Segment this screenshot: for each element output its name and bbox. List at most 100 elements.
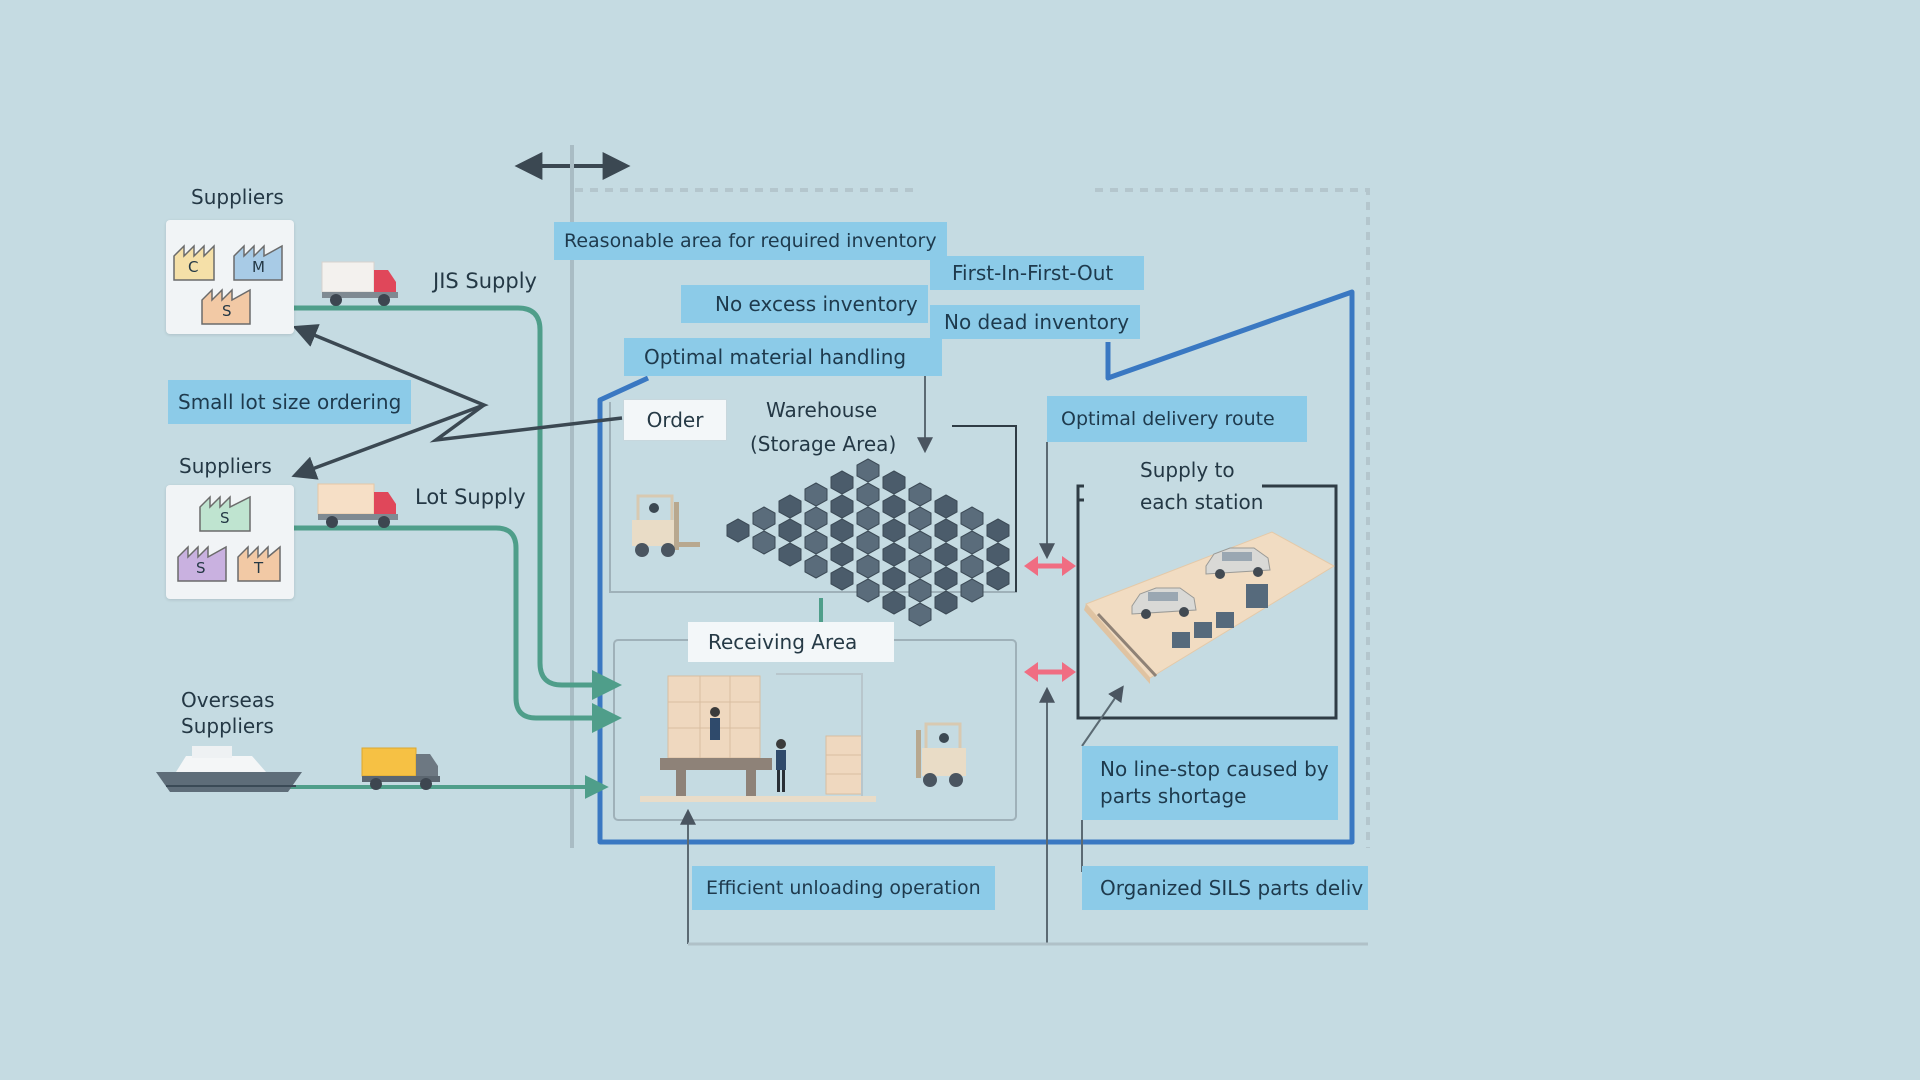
pallet-icon (960, 554, 984, 579)
suppliers-title-top: Suppliers (191, 185, 284, 209)
order-label: Order (624, 400, 726, 440)
fifo-label: First-In-First-Out (930, 256, 1144, 290)
two-way-arrows (1024, 556, 1076, 682)
pallet-icon (882, 494, 906, 519)
worker-icon (710, 707, 786, 792)
sils-label: Organized SILS parts deliv (1082, 866, 1368, 910)
supplier-card-jis: C M S (166, 220, 294, 334)
warehouse-title-line1: Warehouse (766, 398, 878, 422)
pallet-icon (986, 518, 1010, 543)
jis-supply-label: JIS Supply (433, 269, 537, 293)
pallet-icon (804, 482, 828, 507)
reasonable-area-label: Reasonable area for required inventory (554, 222, 947, 260)
pallet-icon (856, 482, 880, 507)
supplier-card-lot: S S T (166, 485, 294, 599)
factory-icon (201, 288, 251, 325)
pallet-icon (856, 506, 880, 531)
pallet-icon (934, 566, 958, 591)
optimal-route-label: Optimal delivery route (1047, 396, 1307, 442)
overseas-title-line1: Overseas (181, 688, 275, 712)
no-dead-label: No dead inventory (930, 305, 1140, 339)
no-excess-label: No excess inventory (681, 285, 928, 323)
pallet-icon (804, 530, 828, 555)
factory-icon (173, 244, 215, 281)
factory-letter: S (196, 559, 206, 577)
pallet-icon (830, 494, 854, 519)
pallet-icon (960, 578, 984, 603)
pallet-icon (830, 566, 854, 591)
no-line-stop-line2: parts shortage (1100, 784, 1247, 808)
unloading-station-icon (640, 673, 876, 802)
assembly-line-icon (1084, 531, 1335, 684)
dashed-area-outline (575, 188, 1370, 848)
lot-supply-label: Lot Supply (415, 485, 526, 509)
pallet-icon (908, 506, 932, 531)
optimal-handling-label: Optimal material handling (624, 338, 943, 376)
forklift-icon (632, 494, 700, 557)
pallet-icon (934, 590, 958, 615)
factory-letter: C (188, 258, 199, 276)
flow-lines (290, 305, 823, 799)
pallet-icon (830, 542, 854, 567)
supply-station-line2: each station (1140, 490, 1264, 514)
suppliers-title-mid: Suppliers (179, 454, 272, 478)
truck-icon (321, 261, 398, 306)
pallet-icon (778, 518, 802, 543)
truck-icon (361, 747, 440, 790)
pallet-icon (934, 518, 958, 543)
overseas-title-line2: Suppliers (181, 714, 274, 738)
pallet-icon (752, 506, 776, 531)
receiving-area-label: Receiving Area (688, 622, 894, 662)
factory-letter: S (220, 509, 230, 527)
pallet-icon (882, 566, 906, 591)
factory-icon (237, 545, 281, 582)
car-icon (1131, 587, 1197, 619)
pallet-icon (908, 482, 932, 507)
factory-letter: T (254, 559, 264, 577)
pallet-icon (830, 518, 854, 543)
efficient-unloading-label: Efficient unloading operation (692, 866, 995, 910)
pallet-icon (882, 542, 906, 567)
pallet-icon (778, 542, 802, 567)
pallet-icon (856, 530, 880, 555)
pallet-icon (908, 530, 932, 555)
pallet-icon (908, 554, 932, 579)
pallet-icon (856, 578, 880, 603)
pallet-icon (882, 518, 906, 543)
factory-icon (177, 545, 227, 582)
pallet-icon (804, 506, 828, 531)
pallet-icon (882, 470, 906, 495)
pallet-icon (856, 458, 880, 483)
pallet-icon (726, 518, 750, 543)
forklift-icon (916, 722, 966, 787)
pallet-icon (934, 542, 958, 567)
order-pointer (291, 324, 623, 480)
ship-icon (156, 746, 302, 792)
no-line-stop-line1: No line-stop caused by (1100, 757, 1329, 781)
supply-station-line1: Supply to (1140, 458, 1235, 482)
pallet-icon (856, 554, 880, 579)
truck-icon (317, 483, 398, 528)
pallet-grid-icon (726, 458, 1010, 627)
pallet-icon (986, 566, 1010, 591)
pallet-icon (986, 542, 1010, 567)
factory-icon (233, 244, 283, 281)
pallet-icon (960, 506, 984, 531)
factory-icon (199, 495, 251, 532)
pallet-icon (882, 590, 906, 615)
pallet-icon (804, 554, 828, 579)
factory-letter: S (222, 302, 232, 320)
small-lot-label: Small lot size ordering (168, 380, 412, 424)
pallet-icon (778, 494, 802, 519)
car-icon (1205, 547, 1271, 579)
pallet-icon (830, 470, 854, 495)
pallet-icon (908, 602, 932, 627)
parts-bin-icon (1172, 584, 1268, 648)
plant-outline (597, 289, 1355, 845)
pallet-icon (908, 578, 932, 603)
pallet-icon (960, 530, 984, 555)
pallet-icon (752, 530, 776, 555)
factory-letter: M (252, 258, 265, 276)
